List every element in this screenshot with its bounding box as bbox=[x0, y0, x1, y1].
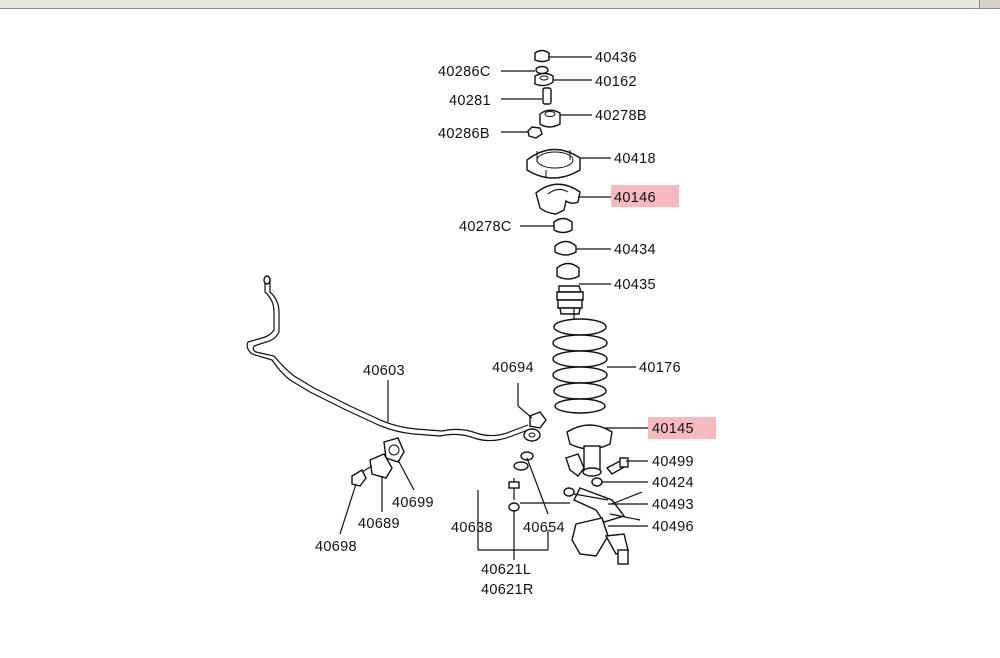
label-40145[interactable]: 40145 bbox=[652, 421, 694, 437]
label-40603[interactable]: 40603 bbox=[363, 363, 405, 379]
part-knuckle-lower-arm bbox=[565, 453, 643, 565]
part-labels: 40436 40286C 40162 40281 40278B 40286B 4… bbox=[315, 50, 694, 598]
part-40278B-bushing bbox=[539, 109, 561, 128]
part-40499-bolt bbox=[605, 457, 629, 475]
label-40162[interactable]: 40162 bbox=[595, 74, 637, 90]
label-40699[interactable]: 40699 bbox=[392, 495, 434, 511]
highlight-40145 bbox=[648, 417, 716, 439]
part-40435-dust-boot bbox=[556, 262, 584, 315]
label-40418[interactable]: 40418 bbox=[614, 151, 656, 167]
part-40434-bump-cup bbox=[554, 240, 577, 256]
label-40434[interactable]: 40434 bbox=[614, 242, 656, 258]
label-40435[interactable]: 40435 bbox=[614, 277, 656, 293]
part-40689-bracket bbox=[369, 453, 393, 479]
part-40603-stabilizer-bar bbox=[246, 275, 541, 442]
part-40699-bushing bbox=[383, 437, 405, 463]
part-40176-coil-spring bbox=[552, 308, 608, 414]
part-40493-nut bbox=[563, 487, 575, 497]
label-40286C[interactable]: 40286C bbox=[438, 64, 491, 80]
part-40162-bushing bbox=[534, 72, 554, 87]
label-40286B[interactable]: 40286B bbox=[438, 126, 490, 142]
label-40278C[interactable]: 40278C bbox=[459, 219, 512, 235]
leader-lines bbox=[339, 56, 648, 560]
label-40146[interactable]: 40146 bbox=[614, 190, 656, 206]
part-40286B-nut bbox=[527, 126, 543, 139]
label-40698[interactable]: 40698 bbox=[315, 539, 357, 555]
part-40436-cap-nut bbox=[534, 49, 550, 63]
label-40694[interactable]: 40694 bbox=[492, 360, 534, 376]
label-40278B[interactable]: 40278B bbox=[595, 108, 647, 124]
part-40694-bushing bbox=[529, 411, 547, 429]
part-40145-shock-absorber bbox=[566, 424, 613, 477]
label-40638[interactable]: 40638 bbox=[451, 520, 493, 536]
highlight-40146 bbox=[611, 185, 679, 207]
part-40424-washer bbox=[591, 477, 603, 487]
window-top-bar bbox=[0, 0, 1000, 9]
label-40496[interactable]: 40496 bbox=[652, 519, 694, 535]
label-40281[interactable]: 40281 bbox=[449, 93, 491, 109]
scrollbar-corner[interactable] bbox=[979, 0, 1000, 8]
part-40281-collar bbox=[542, 87, 552, 105]
part-40278C-bushing bbox=[553, 217, 573, 234]
part-40418-upper-mount bbox=[526, 148, 581, 179]
part-40146-insulator bbox=[535, 183, 581, 215]
label-40499[interactable]: 40499 bbox=[652, 454, 694, 470]
part-40698-bolt bbox=[351, 465, 373, 487]
label-40436[interactable]: 40436 bbox=[595, 50, 637, 66]
label-40424[interactable]: 40424 bbox=[652, 475, 694, 491]
part-40621-stabilizer-link bbox=[508, 451, 534, 512]
label-40176[interactable]: 40176 bbox=[639, 360, 681, 376]
label-40621R[interactable]: 40621R bbox=[481, 582, 534, 598]
label-40621L[interactable]: 40621L bbox=[481, 562, 531, 578]
part-40286C-washer bbox=[535, 65, 549, 75]
label-40493[interactable]: 40493 bbox=[652, 497, 694, 513]
label-40689[interactable]: 40689 bbox=[358, 516, 400, 532]
label-40654[interactable]: 40654 bbox=[523, 520, 565, 536]
